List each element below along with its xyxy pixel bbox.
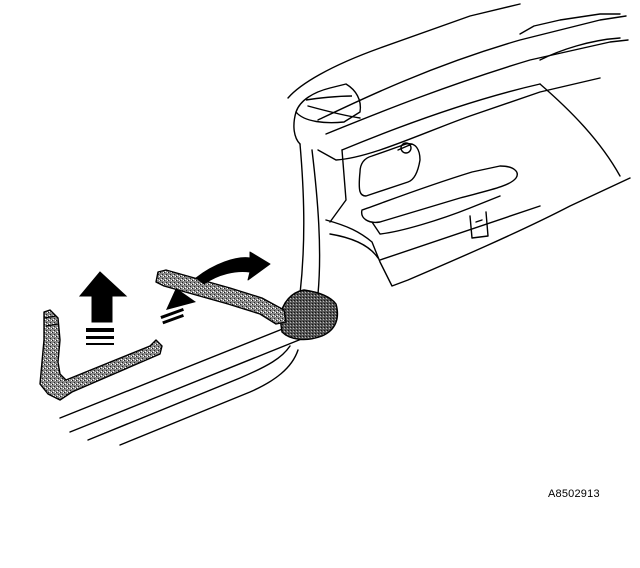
open-door bbox=[317, 13, 631, 287]
sill-plate-trim bbox=[155, 269, 287, 325]
curved-arrow-icon bbox=[195, 251, 271, 285]
front-sill-trim bbox=[39, 309, 163, 401]
pillar-kick-panel bbox=[279, 289, 339, 341]
figure-id-label: A8502913 bbox=[548, 488, 600, 500]
door-pillar bbox=[287, 3, 601, 321]
up-arrow-icon bbox=[78, 271, 128, 345]
striped-arrow-icon bbox=[160, 288, 196, 325]
front-sill-tab bbox=[43, 315, 59, 327]
rocker-panel-outline bbox=[59, 321, 305, 446]
upper-trim bbox=[295, 83, 362, 124]
